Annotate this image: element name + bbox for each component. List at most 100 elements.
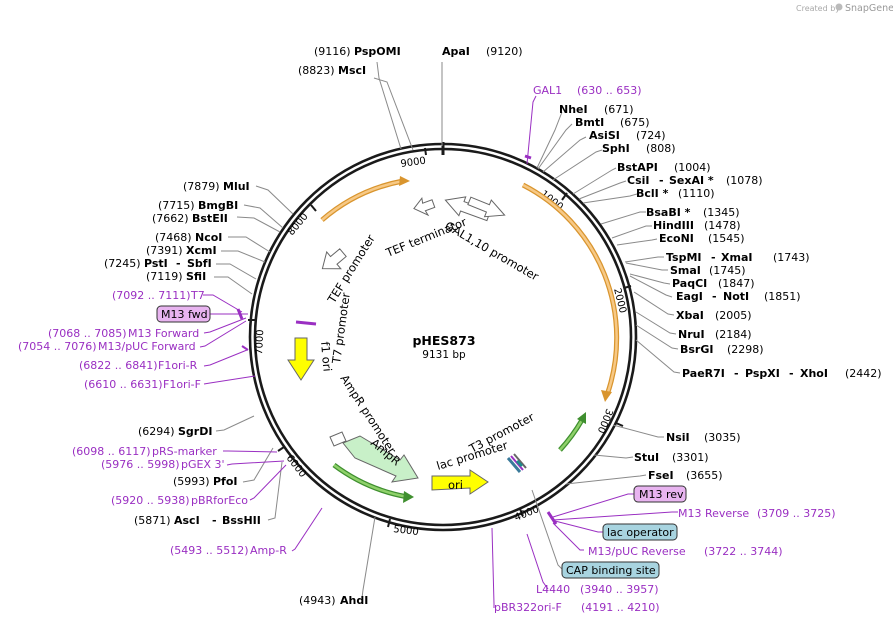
primer-labels: GAL1 (630 .. 653) (7092 .. 7111) T7 M13 … [18,84,836,614]
site-xmai-name: XmaI [721,251,752,264]
site-mlui-name: MluI [223,180,250,193]
tick-4000: 4000 [513,504,541,524]
primer-pgex3-range: (5976 .. 5998) [101,458,180,471]
site-bsrgi-pos: (2298) [727,343,764,356]
f1-ori-arrow-icon [287,337,315,381]
site-fsei-pos: (3655) [686,469,723,482]
gal-promoter-right-arrow-icon [467,196,506,218]
site-tspmi-name: TspMI [666,251,702,264]
site-paqci-name: PaqCI [672,277,707,290]
primer-t7-name: T7 [190,289,205,302]
site-eagi-pos: (1851) [764,290,801,303]
primer-l4440-name: L4440 [536,583,570,596]
credit-prefix: Created by [796,4,840,13]
primer-amp-r-name: Amp-R [250,544,287,557]
site-noti-name: NotI [723,290,749,303]
site-nhei-pos: (671) [604,103,634,116]
site-econi-name: EcoNI [659,232,694,245]
primer-pbrforeco-name: pBRforEco [191,494,248,507]
site-pfoi-name: PfoI [213,475,238,488]
site-paqci-pos: (1847) [718,277,755,290]
site-econi-pos: (1545) [708,232,745,245]
tick-5000: 5000 [393,524,420,538]
site-bstapi-name: BstAPI [617,161,658,174]
primer-prs-marker-range: (6098 .. 6117) [72,445,151,458]
site-psti-name: PstI [144,257,168,270]
site-xhoi-name: XhoI [800,367,828,380]
site-pspomi-name: PspOMI [354,45,401,58]
site-ahdi-pos: (4943) [299,594,336,607]
site-nsii-name: NsiI [666,431,690,444]
lac-region-marks [506,453,527,473]
site-bsabi-pos: (1345) [703,206,740,219]
lac-operator-box [602,523,678,541]
site-psti-pos: (7245) [104,257,141,270]
site-bmti-pos: (675) [620,116,650,129]
primer-connectors [199,95,678,608]
primer-m13puc-reverse-name: M13/pUC Reverse [588,545,686,558]
site-tspmi-pos: (1743) [773,251,810,264]
site-paer7i-pos: (2442) [845,367,882,380]
m13rev-box-label: M13 rev [639,488,684,501]
cap-binding-site-box [561,561,660,579]
primer-m13puc-reverse-range: (3722 .. 3744) [704,545,783,558]
tef-promoter-arrow-icon [321,248,347,270]
ampr-promoter-arrow-icon [329,431,347,447]
site-xbai-name: XbaI [676,309,704,322]
site-xcmi-name: XcmI [186,244,217,257]
site-paer7i-sep2: - [789,367,794,380]
site-pfoi-pos: (5993) [173,475,210,488]
primer-f1ori-f-range: (6610 .. 6631) [84,378,163,391]
site-sfii-pos: (7119) [146,270,183,283]
f1-ori-label: f1 ori [318,341,335,372]
site-nsii-pos: (3035) [704,431,741,444]
site-sgrdi-name: SgrDI [178,425,212,438]
backbone [248,142,638,532]
primer-pbr322ori-f-range: (4191 .. 4210) [581,601,660,614]
site-smai-pos: (1745) [709,264,746,277]
site-mlui-pos: (7879) [183,180,220,193]
site-paer7i-sep: - [734,367,739,380]
primer-m13-reverse-range: (3709 .. 3725) [757,507,836,520]
primer-m13puc-forward-name: M13/pUC Forward [98,340,196,353]
site-bsshii-name: BssHII [222,514,261,527]
tef-orange-arc [320,178,404,222]
site-asci-name: AscI [174,514,200,527]
site-msci-name: MscI [338,64,366,77]
site-eagi-sep: - [712,290,717,303]
site-asci-sep: - [212,514,217,527]
primer-m13puc-forward-range: (7054 .. 7076) [18,340,97,353]
tef-terminator-arrow-icon [413,196,436,217]
site-hindiii-name: HindIII [653,219,694,232]
site-bsteii-name: BstEII [192,212,228,225]
site-bstapi-pos: (1004) [674,161,711,174]
primer-pbr322ori-f-name: pBR322ori-F [494,601,562,614]
primer-m13-forward-range: (7068 .. 7085) [48,327,127,340]
site-pspxi-name: PspXI [745,367,780,380]
site-asisi-name: AsiSI [589,129,620,142]
site-xcmi-pos: (7391) [146,244,183,257]
site-bsabi-name: BsaBI * [646,206,691,219]
sites-right: NheI (671) BmtI (675) AsiSI (724) SphI (… [559,103,882,482]
site-bsrgi-name: BsrGI [680,343,713,356]
site-stui-pos: (3301) [672,451,709,464]
site-csii-pos: (1078) [726,174,763,187]
site-hindiii-pos: (1478) [704,219,741,232]
site-bmti-name: BmtI [575,116,604,129]
inner-features: ori [287,196,527,495]
site-msci-pos: (8823) [298,64,335,77]
site-xbai-pos: (2005) [715,309,752,322]
sites-top: (9116) PspOMI ApaI (9120) (8823) MscI [298,45,523,77]
site-nrui-name: NruI [678,328,705,341]
site-eagi-name: EagI [676,290,703,303]
site-bmgbi-name: BmgBI [198,199,238,212]
site-pspomi-pos: (9116) [314,45,351,58]
gal-promoter-label: GAL1,10 promoter [443,218,542,283]
m13rev-box [633,485,687,503]
site-bmgbi-pos: (7715) [158,199,195,212]
cap-binding-site-box-label: CAP binding site [566,564,656,577]
site-sphi-pos: (808) [646,142,676,155]
site-sbfi-name: SbfI [187,257,212,270]
primer-m13-forward-name: M13 Forward [128,327,199,340]
